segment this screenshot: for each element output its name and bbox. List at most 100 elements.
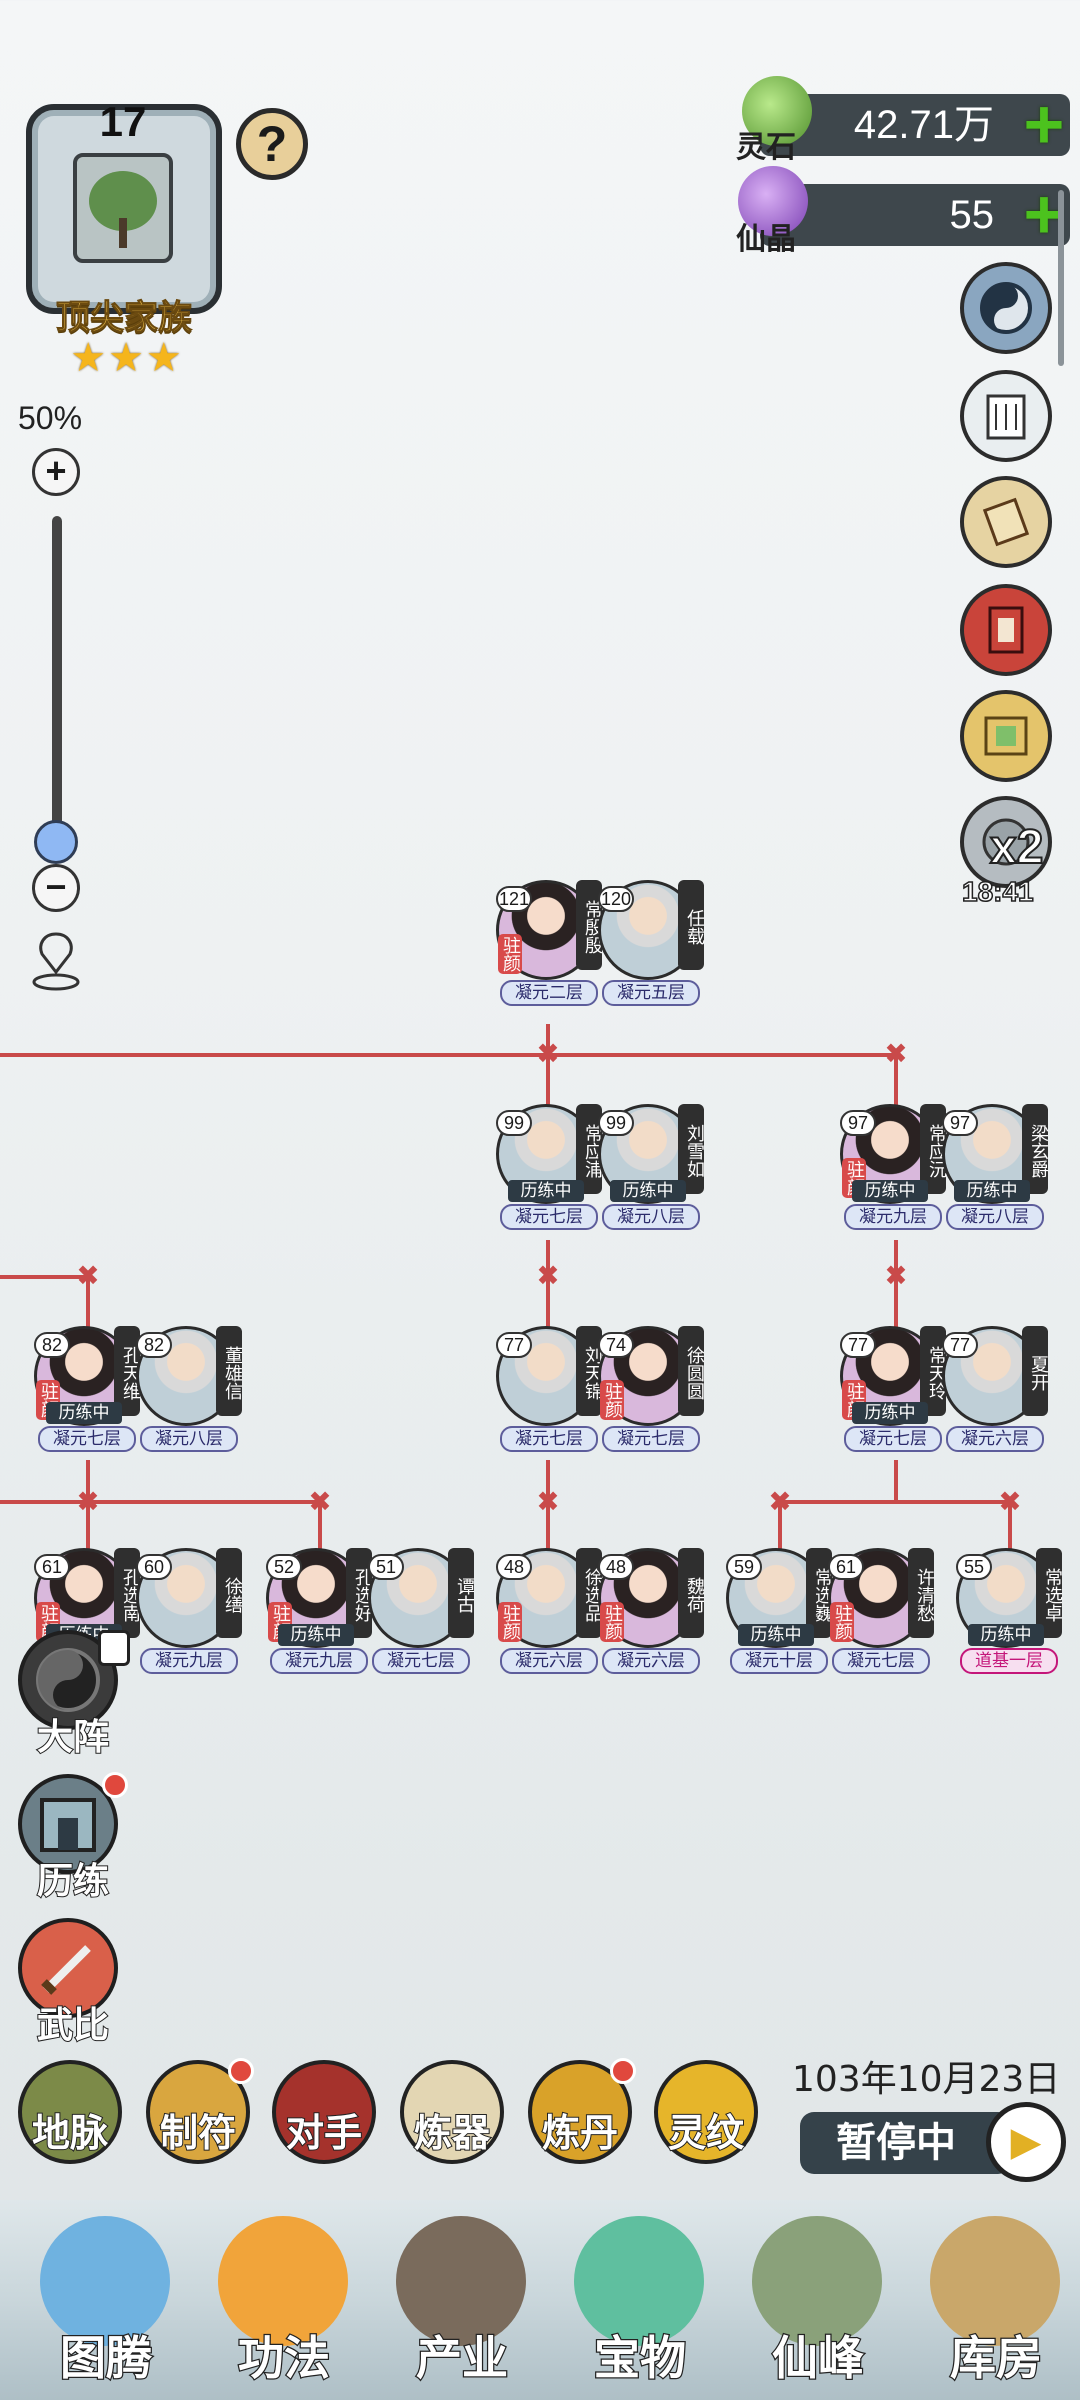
zoom-slider[interactable]	[52, 516, 62, 836]
nav-icon[interactable]	[574, 2216, 704, 2346]
youth-preserve-badge: 驻颜	[830, 1602, 854, 1642]
pause-status: 暂停中	[800, 2112, 1012, 2174]
member-age: 97	[942, 1110, 978, 1136]
zoom-slider-handle[interactable]	[34, 820, 78, 864]
tool-label: 对手	[285, 2110, 363, 2156]
nav-label[interactable]: 库房	[949, 2330, 1044, 2387]
member-realm: 凝元六层	[602, 1648, 700, 1674]
nav-icon[interactable]	[218, 2216, 348, 2346]
willow-tree-icon	[73, 153, 173, 263]
letters-button[interactable]	[960, 370, 1052, 462]
scrollbar[interactable]	[1058, 190, 1064, 366]
fairy-crystal-add-button[interactable]: +	[1023, 175, 1065, 253]
tree-line	[1008, 1500, 1012, 1568]
member-name: 徐选品	[576, 1548, 603, 1638]
scroll-button[interactable]	[960, 476, 1052, 568]
nav-label[interactable]: 图腾	[59, 2330, 154, 2387]
spirit-stone-icon	[742, 76, 812, 146]
nav-icon[interactable]	[930, 2216, 1060, 2346]
tool-button[interactable]	[272, 2060, 376, 2164]
yin-yang-icon	[36, 1648, 100, 1712]
knot-icon: ✖	[76, 1485, 100, 1518]
tool-button[interactable]	[18, 2060, 122, 2164]
member-status: 历练中	[278, 1624, 354, 1646]
member-name: 徐圆圆	[678, 1326, 705, 1416]
tool-button[interactable]	[528, 2060, 632, 2164]
member-realm: 道基一层	[960, 1648, 1058, 1674]
plaque-button[interactable]	[960, 690, 1052, 782]
member-realm: 凝元七层	[500, 1204, 598, 1230]
crest-frame	[26, 104, 222, 314]
family-level: 17	[99, 98, 147, 145]
tool-button[interactable]	[654, 2060, 758, 2164]
scroll-icon	[982, 497, 1030, 547]
nav-label[interactable]: 产业	[415, 2330, 510, 2387]
knot-icon: ✖	[536, 1037, 560, 1070]
member-name: 常应浦	[576, 1104, 603, 1194]
family-member[interactable]: 61孔选南驻颜历练中	[34, 1548, 141, 1666]
member-age: 51	[368, 1554, 404, 1580]
tree-line	[86, 1460, 90, 1568]
star-icon: ★	[108, 335, 144, 381]
duel-button[interactable]	[18, 1918, 118, 2018]
nav-icon[interactable]	[396, 2216, 526, 2346]
nav-label[interactable]: 仙峰	[771, 2330, 866, 2387]
nav-icon[interactable]	[40, 2216, 170, 2346]
member-realm: 凝元七层	[602, 1426, 700, 1452]
nav-label[interactable]: 宝物	[593, 2330, 688, 2387]
member-name: 魏荷	[678, 1548, 705, 1638]
training-button[interactable]	[18, 1774, 118, 1874]
member-age: 77	[496, 1332, 532, 1358]
spirit-stone-add-button[interactable]: +	[1023, 85, 1065, 163]
youth-preserve-badge: 驻颜	[600, 1380, 624, 1420]
locate-icon[interactable]	[28, 928, 84, 992]
game-date: 103年10月23日	[792, 2059, 1061, 2100]
tree-line	[318, 1500, 322, 1568]
family-member[interactable]: 74 徐圆圆驻颜凝元七层	[598, 1326, 705, 1452]
zoom-out-button[interactable]: −	[32, 864, 80, 912]
settings-button[interactable]	[960, 262, 1052, 354]
plaque-icon	[984, 716, 1028, 756]
family-rank: 顶尖家族	[56, 298, 193, 339]
zoom-in-button[interactable]: +	[32, 448, 80, 496]
tree-line	[894, 1053, 898, 1121]
member-age: 99	[598, 1110, 634, 1136]
tree-line	[86, 1275, 90, 1345]
tree-line	[894, 1240, 898, 1344]
speed-button[interactable]	[960, 796, 1052, 888]
hourglass-icon	[982, 818, 1030, 866]
member-age: 48	[496, 1554, 532, 1580]
nav-icon[interactable]	[752, 2216, 882, 2346]
member-age: 55	[956, 1554, 992, 1580]
member-age: 82	[34, 1332, 70, 1358]
nav-label[interactable]: 功法	[237, 2330, 332, 2387]
help-button[interactable]: ?	[236, 108, 308, 180]
tool-label: 炼器	[413, 2110, 491, 2156]
member-age: 61	[828, 1554, 864, 1580]
tool-button[interactable]	[400, 2060, 504, 2164]
member-age: 74	[598, 1332, 634, 1358]
member-name: 刘雪如	[678, 1104, 705, 1194]
play-button[interactable]: ▶	[986, 2102, 1066, 2182]
family-crest[interactable]: 17 顶尖家族 ★ ★ ★	[18, 98, 228, 378]
book-button[interactable]	[960, 584, 1052, 676]
